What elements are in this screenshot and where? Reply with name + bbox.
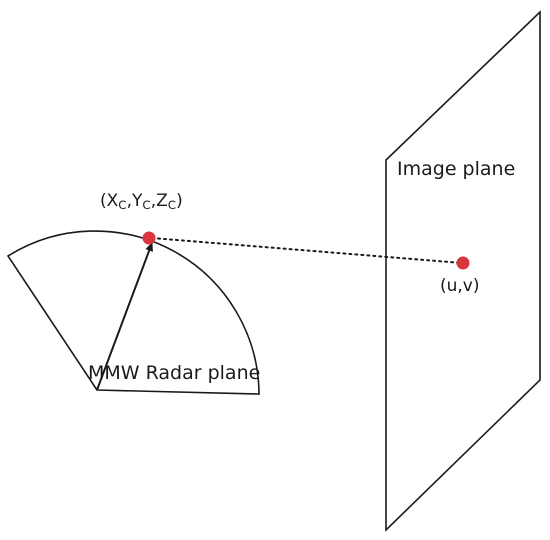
image-plane-shape	[385, 10, 541, 532]
image-point-coordinate-label: (u,v)	[440, 276, 480, 296]
image-plane-label: Image plane	[397, 158, 516, 180]
projection-ray	[151, 237, 463, 264]
range-vector-arrow	[96, 242, 153, 391]
image-projection-point	[456, 256, 470, 270]
radar-plane-label: MMW Radar plane	[88, 362, 261, 384]
radar-sector-shape	[6, 230, 260, 395]
radar-point-coordinate-label: (XC,YC,ZC)	[100, 191, 183, 212]
radar-target-point	[142, 231, 156, 245]
